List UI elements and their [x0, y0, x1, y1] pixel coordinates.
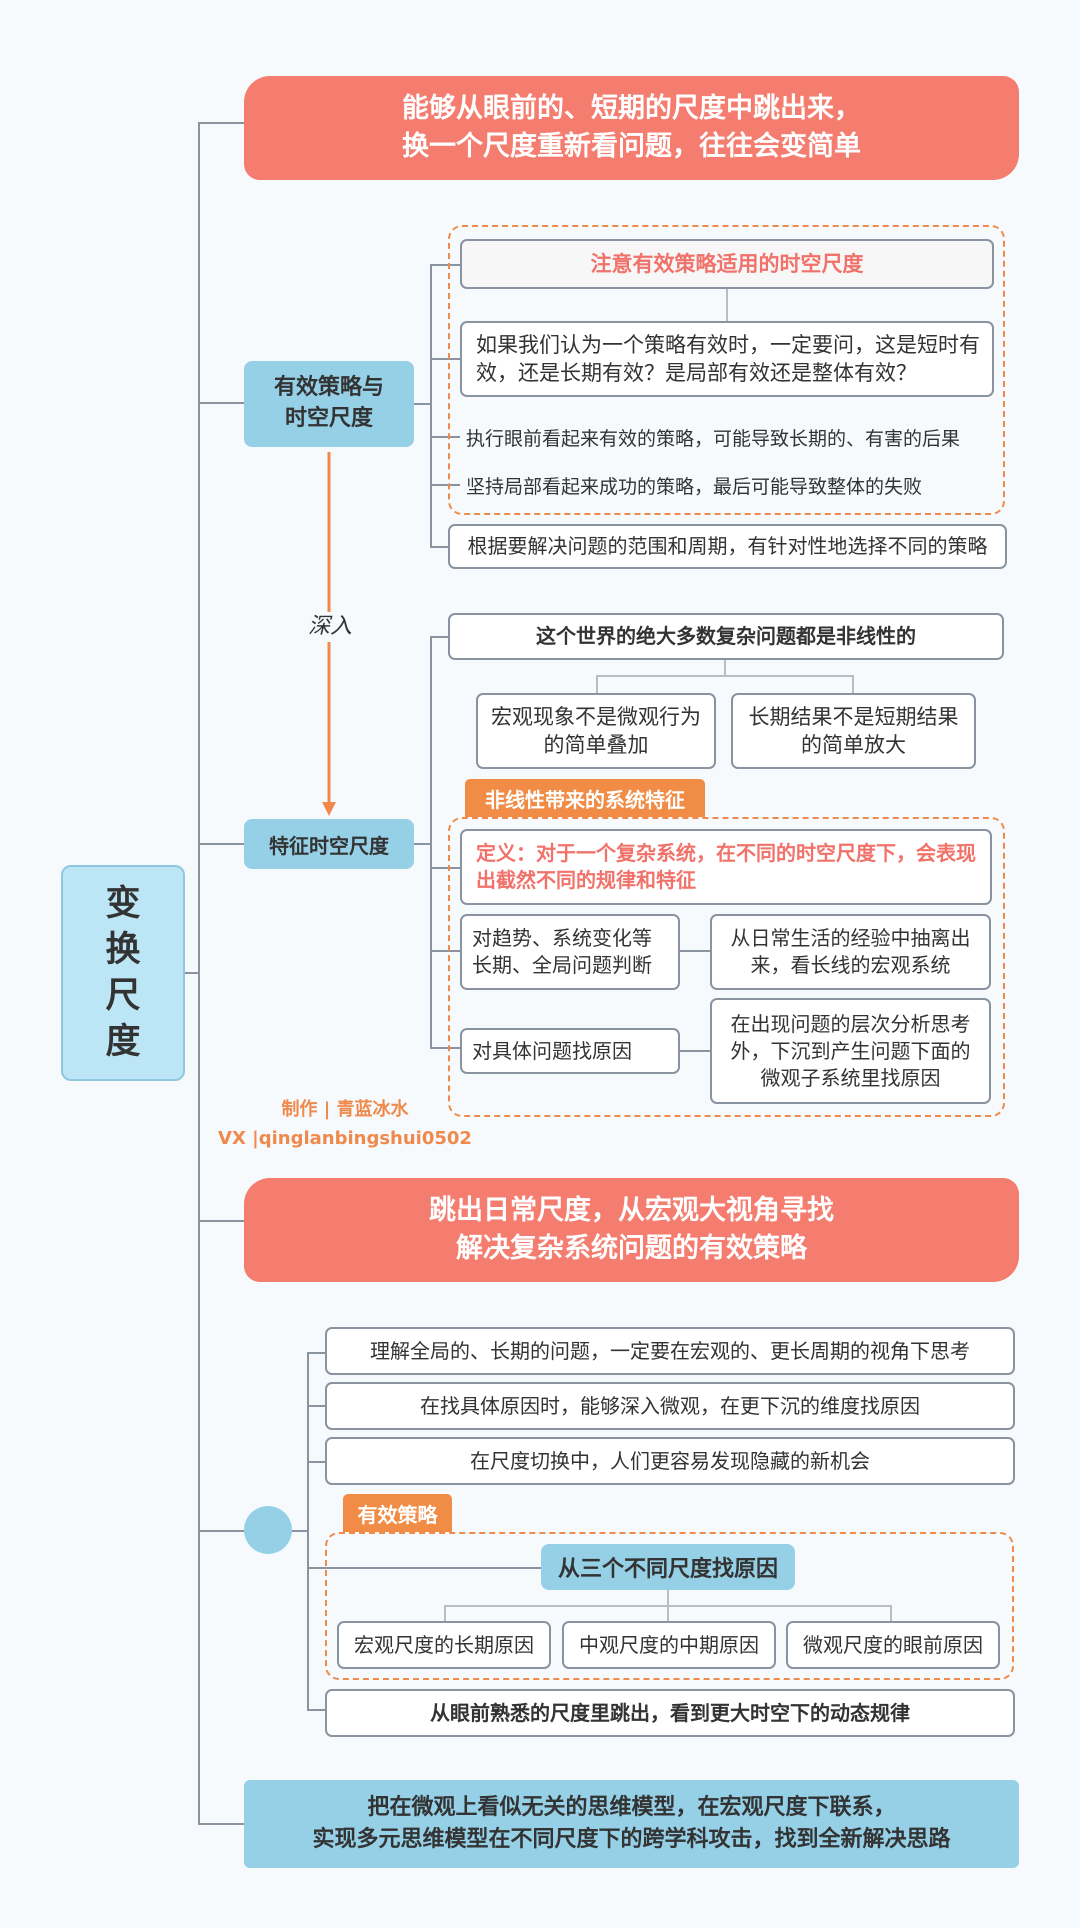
section3-jump: 从眼前熟悉的尺度里跳出，看到更大时空下的动态规律 [325, 1689, 1015, 1737]
section1-tick [430, 546, 450, 548]
credit-line2: VX |qinglanbingshui0502 [218, 1128, 472, 1149]
section1-label: 有效策略与 时空尺度 [244, 361, 414, 447]
bottom-line1: 把在微观上看似无关的思维模型，在宏观尺度下联系， [367, 1795, 896, 1821]
section2-bracket [430, 636, 432, 1048]
section2-trend: 对趋势、系统变化等长期、全局问题判断 [460, 914, 680, 990]
bottom-conclusion: 把在微观上看似无关的思维模型，在宏观尺度下联系， 实现多元思维模型在不同尺度下的… [244, 1780, 1019, 1868]
section2-vline [724, 660, 726, 676]
section2-tick [430, 867, 460, 869]
section3-tick [307, 1461, 325, 1463]
section1-tick [430, 484, 460, 486]
root-char: 尺 [105, 976, 141, 1016]
banner-mid-line1: 跳出日常尺度，从宏观大视角寻找 [429, 1195, 834, 1227]
section2-label: 特征时空尺度 [244, 819, 414, 869]
section1-tick [430, 436, 460, 438]
section3-node-circle [244, 1506, 292, 1554]
branch-line [198, 1220, 244, 1222]
section1-header: 注意有效策略适用的时空尺度 [460, 239, 994, 289]
section2-cause-detail: 在出现问题的层次分析思考外，下沉到产生问题下面的微观子系统里找原因 [710, 998, 991, 1104]
root-char: 换 [105, 929, 141, 970]
section3-bracket [307, 1352, 309, 1710]
section3-tick [667, 1605, 669, 1621]
branch-line [198, 402, 244, 404]
section2-tick [430, 1047, 460, 1049]
section1-dashed-group [448, 225, 1005, 515]
section2-tick [596, 675, 598, 693]
section1-conclusion: 根据要解决问题的范围和周期，有针对性地选择不同的策略 [448, 524, 1007, 569]
section1-vline [726, 289, 728, 323]
root-connector [184, 972, 200, 974]
branch-line [198, 843, 244, 845]
banner-top-line1: 能够从眼前的、短期的尺度中跳出来， [402, 93, 861, 125]
bottom-line2: 实现多元思维模型在不同尺度下的跨学科攻击，找到全新解决思路 [312, 1827, 951, 1852]
scale-macro: 宏观尺度的长期原因 [337, 1621, 551, 1669]
section3-item2: 在找具体原因时，能够深入微观，在更下沉的维度找原因 [325, 1382, 1015, 1430]
section2-link [680, 950, 710, 952]
section2-tick [852, 675, 854, 693]
credit: 制作 | 青蓝冰水 VX |qinglanbingshui0502 [210, 1095, 480, 1155]
scale-meso: 中观尺度的中期原因 [562, 1621, 776, 1669]
arrow-label: 深入 [302, 612, 358, 642]
branch-line [198, 1823, 244, 1825]
section2-long-term: 长期结果不是短期结果的简单放大 [731, 693, 976, 769]
branch-line [198, 1530, 244, 1532]
scale-micro: 微观尺度的眼前原因 [786, 1621, 1000, 1669]
section3-dashed-group [325, 1532, 1014, 1680]
section3-tick [890, 1605, 892, 1621]
root-node: 变 换 尺 度 [61, 865, 185, 1081]
three-scales-header: 从三个不同尺度找原因 [541, 1544, 795, 1590]
section2-trend-detail: 从日常生活的经验中抽离出来，看长线的宏观系统 [710, 914, 991, 990]
section3-vline [667, 1590, 669, 1606]
section3-tick [307, 1709, 325, 1711]
section1-question: 如果我们认为一个策略有效时，一定要问，这是短时有效，还是长期有效？是局部有效还是… [460, 321, 994, 397]
banner-top-line2: 换一个尺度重新看问题，往往会变简单 [402, 131, 861, 162]
branch-line [198, 122, 244, 124]
root-char: 变 [105, 883, 141, 924]
section1-point1: 执行眼前看起来有效的策略，可能导致长期的、有害的后果 [466, 428, 961, 450]
section3-item3: 在尺度切换中，人们更容易发现隐藏的新机会 [325, 1437, 1015, 1485]
section1-bracket [430, 264, 432, 548]
section2-tick [430, 950, 460, 952]
section3-tick [307, 1405, 325, 1407]
section2-tick [430, 636, 448, 638]
section2-header: 这个世界的绝大多数复杂问题都是非线性的 [448, 613, 1004, 660]
root-char: 度 [105, 1022, 141, 1063]
section2-definition: 定义：对于一个复杂系统，在不同的时空尺度下，会表现出截然不同的规律和特征 [460, 829, 992, 905]
section1-point2: 坚持局部看起来成功的策略，最后可能导致整体的失败 [466, 476, 923, 498]
section2-cause: 对具体问题找原因 [460, 1028, 680, 1074]
section2-tag: 非线性带来的系统特征 [465, 779, 705, 817]
section1-tick [430, 264, 460, 266]
section1-label-line1: 有效策略与 [273, 375, 384, 401]
banner-mid: 跳出日常尺度，从宏观大视角寻找 解决复杂系统问题的有效策略 [244, 1178, 1019, 1282]
section2-macro: 宏观现象不是微观行为的简单叠加 [476, 693, 716, 769]
banner-mid-line2: 解决复杂系统问题的有效策略 [456, 1233, 807, 1264]
section2-dashed-group [448, 817, 1005, 1117]
section3-tick [444, 1605, 446, 1621]
banner-top: 能够从眼前的、短期的尺度中跳出来， 换一个尺度重新看问题，往往会变简单 [244, 76, 1019, 180]
section2-connector [414, 843, 431, 845]
section3-item1: 理解全局的、长期的问题，一定要在宏观的、更长周期的视角下思考 [325, 1327, 1015, 1375]
section3-tag: 有效策略 [343, 1494, 452, 1532]
section1-connector [414, 403, 431, 405]
section3-connector [292, 1530, 308, 1532]
section1-label-line2: 时空尺度 [284, 406, 373, 431]
credit-line1: 制作 | 青蓝冰水 [281, 1099, 409, 1120]
section1-tick [430, 358, 460, 360]
section2-link [680, 1050, 710, 1052]
section3-tick [307, 1352, 325, 1354]
section3-tick [307, 1567, 541, 1569]
section2-hline [596, 675, 854, 677]
